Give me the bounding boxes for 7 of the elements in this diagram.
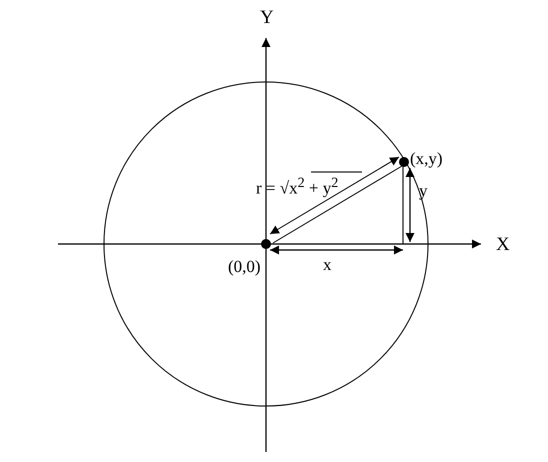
axis-label: Y [260,9,274,27]
dimension-label: y [419,182,428,200]
point-label: (x,y) [410,150,443,168]
dimension-label: x [323,256,332,274]
formula-label: r = √x$^{2}$ + y$^{2}$ [256,174,338,198]
point-label: (0,0) [228,258,261,276]
axis-label: X [496,236,510,254]
